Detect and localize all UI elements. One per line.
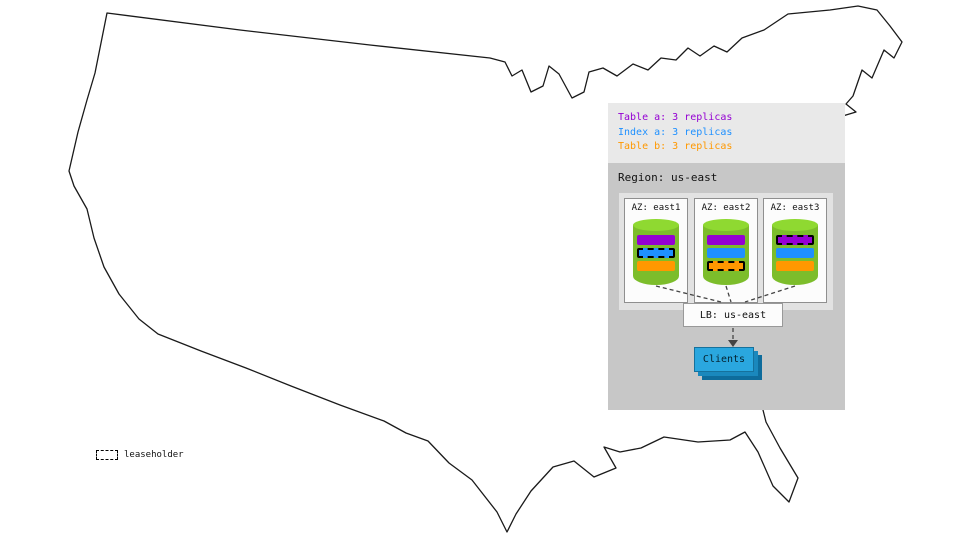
load-balancer-label: LB: us-east bbox=[699, 309, 767, 321]
replica-bar-table-a bbox=[637, 235, 675, 245]
clients-label: Clients bbox=[702, 354, 746, 365]
az-box-east3: AZ: east3 bbox=[763, 198, 827, 303]
replica-bar-table-b bbox=[637, 261, 675, 271]
cylinder-top bbox=[633, 219, 679, 231]
clients-front-layer: Clients bbox=[694, 347, 754, 372]
az-box-east1: AZ: east1 bbox=[624, 198, 688, 303]
load-balancer-box: LB: us-east bbox=[683, 303, 783, 327]
az-label: AZ: east2 bbox=[701, 203, 751, 213]
az-label: AZ: east1 bbox=[631, 203, 681, 213]
replica-legend-panel: Table a: 3 replicas Index a: 3 replicas … bbox=[608, 103, 845, 163]
replica-bar-table-a bbox=[707, 235, 745, 245]
database-cylinder-east1 bbox=[633, 219, 679, 285]
legend-table-a: Table a: 3 replicas bbox=[618, 112, 733, 123]
replica-bar-table-b bbox=[776, 261, 814, 271]
replica-bar-index-a bbox=[637, 248, 675, 258]
leaseholder-legend-label: leaseholder bbox=[124, 450, 184, 460]
az-label: AZ: east3 bbox=[770, 203, 820, 213]
region-title: Region: us-east bbox=[618, 171, 718, 184]
cylinder-top bbox=[703, 219, 749, 231]
legend-index-a: Index a: 3 replicas bbox=[618, 126, 733, 138]
replica-bar-table-a bbox=[776, 235, 814, 245]
replica-bar-index-a bbox=[707, 248, 745, 258]
replica-bar-index-a bbox=[776, 248, 814, 258]
legend-table-b: Table b: 3 replicas bbox=[618, 141, 733, 152]
database-cylinder-east3 bbox=[772, 219, 818, 285]
leaseholder-legend: leaseholder bbox=[96, 450, 184, 460]
cylinder-top bbox=[772, 219, 818, 231]
database-cylinder-east2 bbox=[703, 219, 749, 285]
az-container: AZ: east1 AZ: east2 bbox=[619, 193, 833, 310]
replica-bar-table-b bbox=[707, 261, 745, 271]
leaseholder-swatch-icon bbox=[96, 450, 118, 460]
az-box-east2: AZ: east2 bbox=[694, 198, 758, 303]
clients-box: Clients bbox=[694, 347, 764, 381]
region-panel: Region: us-east AZ: east1 AZ: east2 bbox=[608, 163, 845, 410]
